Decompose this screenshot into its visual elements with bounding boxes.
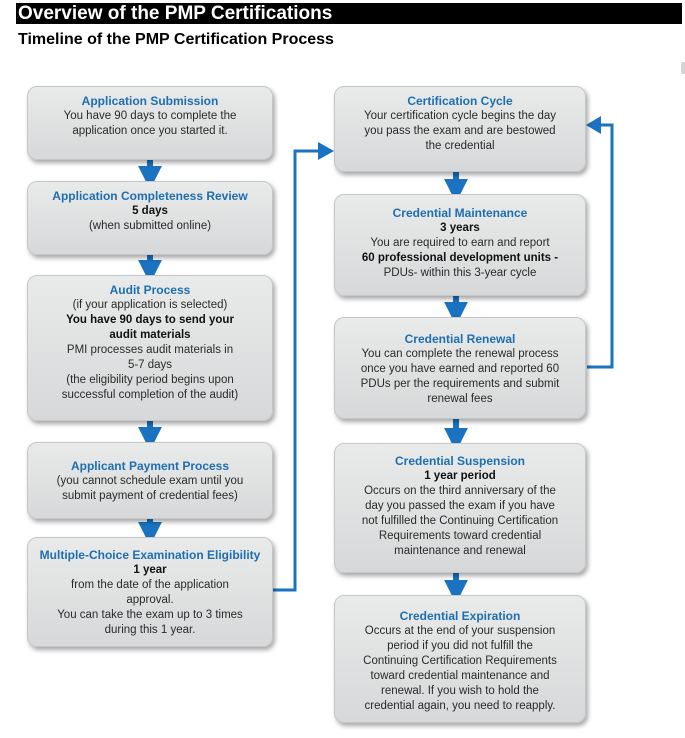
box-applicant-payment-process: Applicant Payment Process (you cannot sc…	[27, 442, 273, 519]
box-title: Credential Suspension	[394, 454, 526, 468]
box-title: Multiple-Choice Examination Eligibility	[39, 548, 261, 562]
box-credential-suspension: Credential Suspension 1 year period Occu…	[334, 443, 586, 573]
box-audit-process: Audit Process (if your application is se…	[27, 275, 273, 421]
page-subtitle: Timeline of the PMP Certification Proces…	[18, 31, 334, 48]
box-credential-expiration: Credential Expiration Occurs at the end …	[334, 595, 586, 723]
renewal-loop-connector	[587, 123, 614, 369]
box-title: Audit Process	[109, 283, 191, 297]
box-certification-cycle: Certification Cycle Your certification c…	[334, 86, 586, 172]
connector-arrowhead	[318, 142, 334, 160]
box-exam-eligibility: Multiple-Choice Examination Eligibility …	[27, 537, 273, 647]
box-credential-renewal: Credential Renewal You can complete the …	[334, 317, 586, 419]
box-title: Application Submission	[81, 94, 219, 108]
edge-marker	[681, 62, 685, 74]
renewal-loop-arrowhead	[586, 116, 601, 134]
connector-to-certification-cycle	[272, 149, 322, 592]
box-title: Application Completeness Review	[52, 189, 248, 203]
box-title: Credential Renewal	[404, 332, 516, 346]
box-title: Applicant Payment Process	[70, 459, 230, 473]
box-title: Certification Cycle	[407, 94, 513, 108]
box-application-completeness-review: Application Completeness Review 5 days (…	[27, 181, 273, 255]
box-credential-maintenance: Credential Maintenance 3 years You are r…	[334, 194, 586, 296]
box-title: Credential Expiration	[399, 609, 521, 623]
page-title: Overview of the PMP Certifications	[16, 3, 682, 24]
box-title: Credential Maintenance	[392, 206, 528, 220]
box-application-submission: Application Submission You have 90 days …	[27, 86, 273, 160]
